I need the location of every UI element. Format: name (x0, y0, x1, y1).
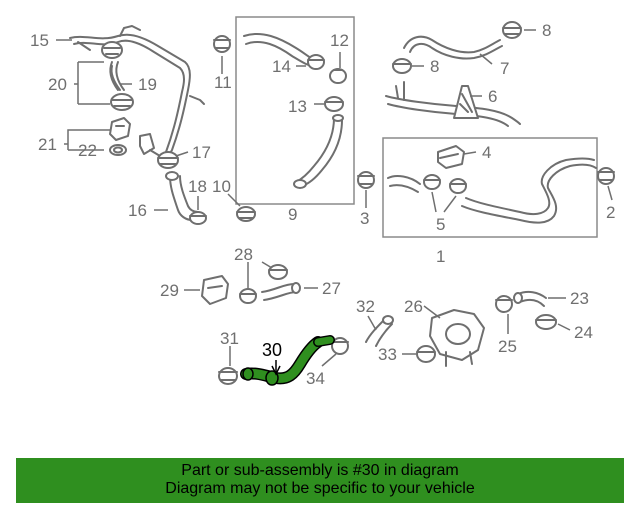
part-21-fitting[interactable] (109, 117, 131, 141)
callout-11: 11 (214, 73, 232, 92)
part-28-clamp[interactable] (268, 264, 288, 280)
part-2-clamp[interactable] (597, 167, 615, 185)
part-12-fitting[interactable] (329, 68, 347, 84)
part-11-clamp[interactable] (213, 35, 231, 53)
part-8-clamp-upper[interactable] (502, 21, 522, 39)
part-4-fitting[interactable] (437, 145, 465, 169)
group-box-1 (382, 137, 598, 238)
part-30-hose[interactable] (240, 335, 335, 386)
callout-8b: 8 (430, 57, 439, 76)
callout-9: 9 (288, 205, 297, 224)
callout-4: 4 (482, 143, 491, 162)
callout-20: 20 (48, 75, 67, 94)
part-21-bracket (139, 133, 155, 155)
callout-25: 25 (498, 337, 517, 356)
callout-19: 19 (138, 75, 157, 94)
callout-29: 29 (160, 281, 179, 300)
callout-13: 13 (288, 97, 307, 116)
callout-23: 23 (570, 289, 589, 308)
callout-3: 3 (360, 209, 369, 228)
part-7-hose[interactable] (403, 35, 503, 60)
part-23-hose[interactable] (513, 290, 547, 307)
callout-31: 31 (220, 329, 239, 348)
callout-21: 21 (38, 135, 57, 154)
part-17-clamp[interactable] (157, 151, 179, 169)
callout-26: 26 (404, 297, 423, 316)
callout-22: 22 (78, 141, 97, 160)
notice-banner: Part or sub-assembly is #30 in diagram D… (16, 458, 624, 503)
part-26-pump[interactable] (429, 309, 485, 367)
callout-2: 2 (606, 203, 615, 222)
part-20-hose[interactable] (101, 41, 134, 111)
callout-33: 33 (378, 345, 397, 364)
part-1-hose-left[interactable] (387, 175, 421, 193)
callout-17: 17 (192, 143, 211, 162)
part-27-hose[interactable] (261, 282, 301, 301)
banner-line-1: Part or sub-assembly is #30 in diagram (181, 462, 459, 479)
part-28-clamp-lower[interactable] (239, 288, 257, 304)
part-21-bracket-arm (149, 149, 161, 157)
callout-5: 5 (436, 215, 445, 234)
leader-lines (56, 29, 613, 376)
part-8-clamp-lower[interactable] (392, 58, 412, 74)
part-24-clamp[interactable] (535, 314, 557, 330)
part-1-hose-main[interactable] (461, 157, 597, 224)
group-box-9 (235, 16, 355, 205)
part-16-hose[interactable] (165, 171, 199, 221)
part-25-clamp[interactable] (495, 295, 513, 313)
callout-10: 10 (212, 177, 231, 196)
part-10-clamp[interactable] (236, 206, 256, 222)
part-32-hose[interactable] (365, 315, 394, 347)
part-34-clamp[interactable] (331, 337, 349, 355)
part-18-clamp[interactable] (189, 211, 207, 225)
callout-1: 1 (436, 247, 445, 266)
part-31-clamp[interactable] (218, 367, 238, 385)
callout-18: 18 (188, 177, 207, 196)
callout-24: 24 (574, 323, 593, 342)
callout-14: 14 (272, 57, 291, 76)
callout-8a: 8 (542, 21, 551, 40)
callout-7: 7 (500, 59, 509, 78)
part-14-clamp[interactable] (307, 54, 325, 70)
callout-27: 27 (322, 279, 341, 298)
callout-6: 6 (488, 87, 497, 106)
part-6-hose[interactable] (385, 81, 521, 127)
part-9-hose[interactable] (243, 32, 344, 189)
part-3-clamp[interactable] (357, 171, 375, 189)
callout-34: 34 (306, 369, 325, 388)
part-13-clamp[interactable] (324, 96, 344, 112)
callout-15: 15 (30, 31, 49, 50)
part-5-clamp-b[interactable] (449, 178, 467, 194)
part-22-seal[interactable] (109, 144, 127, 156)
callout-30: 30 (262, 340, 282, 360)
callout-28: 28 (234, 245, 253, 264)
banner-line-2: Diagram may not be specific to your vehi… (165, 480, 475, 497)
part-29-fitting[interactable] (201, 275, 229, 305)
part-5-clamp-a[interactable] (423, 174, 441, 190)
callout-32: 32 (356, 297, 375, 316)
callout-16: 16 (128, 201, 147, 220)
part-33-clamp[interactable] (416, 345, 436, 363)
part-19-hose[interactable] (110, 65, 121, 91)
callout-12: 12 (330, 31, 349, 50)
